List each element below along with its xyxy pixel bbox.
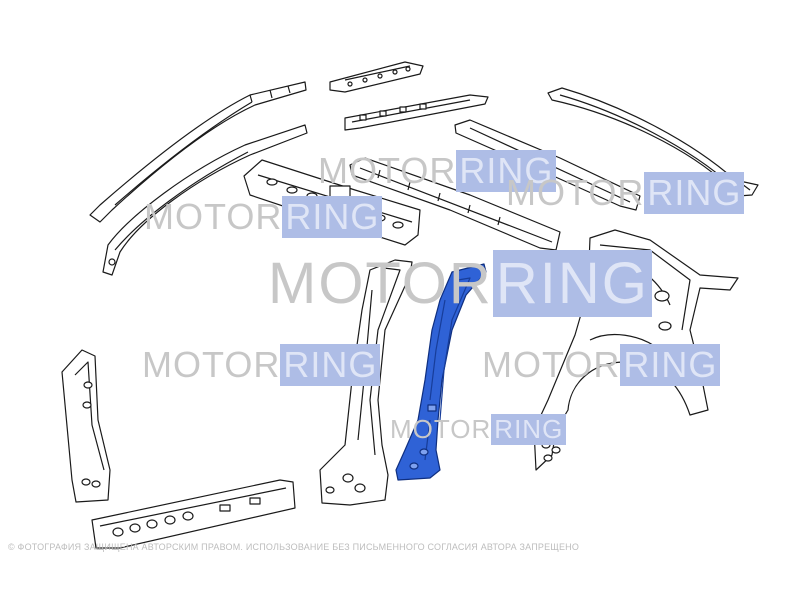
rocker-sill [91,479,296,549]
front-roof-rail-lower [102,124,308,276]
copyright-notice: © ФОТОГРАФИЯ ЗАЩИЩЕНА АВТОРСКИМ ПРАВОМ. … [8,542,580,552]
roof-bow-bracket [329,61,424,93]
b-pillar-reinforcement-highlighted [395,263,487,481]
front-roof-rail-upper [89,81,307,223]
windshield-header-rail [344,94,489,131]
rear-roof-rail [454,119,641,211]
rear-quarter-panel [533,229,739,471]
a-pillar-lower [61,349,111,503]
